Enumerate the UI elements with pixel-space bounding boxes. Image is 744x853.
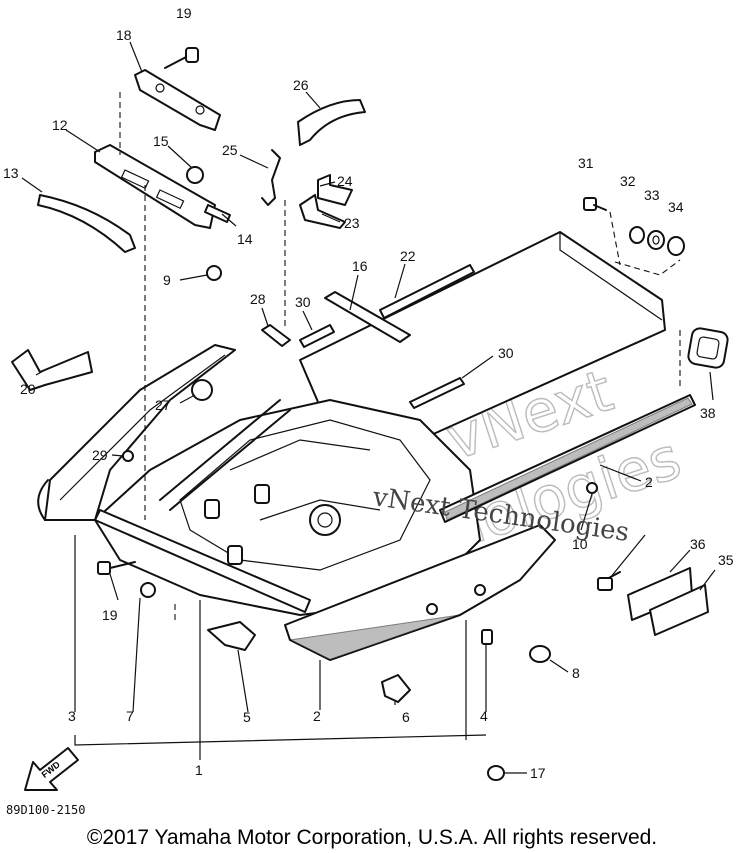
callout-2-bottom: 2 [313, 708, 321, 724]
callout-23: 23 [344, 215, 360, 231]
callout-14: 14 [237, 231, 253, 247]
callout-29: 29 [92, 447, 108, 463]
callout-36: 36 [690, 536, 706, 552]
callout-16: 16 [352, 258, 368, 274]
callout-18: 18 [116, 27, 132, 43]
leader-lines [21, 41, 716, 774]
callout-10: 10 [572, 536, 588, 552]
callout-12: 12 [52, 117, 68, 133]
callout-2-right: 2 [645, 474, 653, 490]
callout-13: 13 [3, 165, 19, 181]
copyright-notice: ©2017 Yamaha Motor Corporation, U.S.A. A… [86, 826, 658, 849]
callout-28: 28 [250, 291, 266, 307]
callout-19-bottom: 19 [102, 607, 118, 623]
callout-9: 9 [163, 272, 171, 288]
callout-25: 25 [222, 142, 238, 158]
callout-33: 33 [644, 187, 660, 203]
callout-3: 3 [68, 708, 76, 724]
callout-26: 26 [293, 77, 309, 93]
forward-direction-arrow: FWD [24, 747, 79, 791]
callout-30-right: 30 [498, 345, 514, 361]
callout-labels: 19 18 12 15 13 25 26 24 14 23 31 32 33 3… [3, 5, 734, 781]
callout-4: 4 [480, 708, 488, 724]
callout-20: 20 [20, 381, 36, 397]
diagram-code: 89D100-2150 [6, 803, 86, 817]
callout-31: 31 [578, 155, 594, 171]
callout-15: 15 [153, 133, 169, 149]
callout-1: 1 [195, 762, 203, 778]
callout-5: 5 [243, 709, 251, 725]
callout-27: 27 [155, 397, 171, 413]
callout-7: 7 [126, 708, 134, 724]
callout-19-top: 19 [176, 5, 192, 21]
callout-32: 32 [620, 173, 636, 189]
callout-38: 38 [700, 405, 716, 421]
callout-24: 24 [337, 173, 353, 189]
callout-35: 35 [718, 552, 734, 568]
frame-body [37, 231, 696, 661]
callout-6: 6 [402, 709, 410, 725]
callout-17: 17 [530, 765, 546, 781]
callout-22: 22 [400, 248, 416, 264]
callout-30-left: 30 [295, 294, 311, 310]
callout-8: 8 [572, 665, 580, 681]
callout-34: 34 [668, 199, 684, 215]
